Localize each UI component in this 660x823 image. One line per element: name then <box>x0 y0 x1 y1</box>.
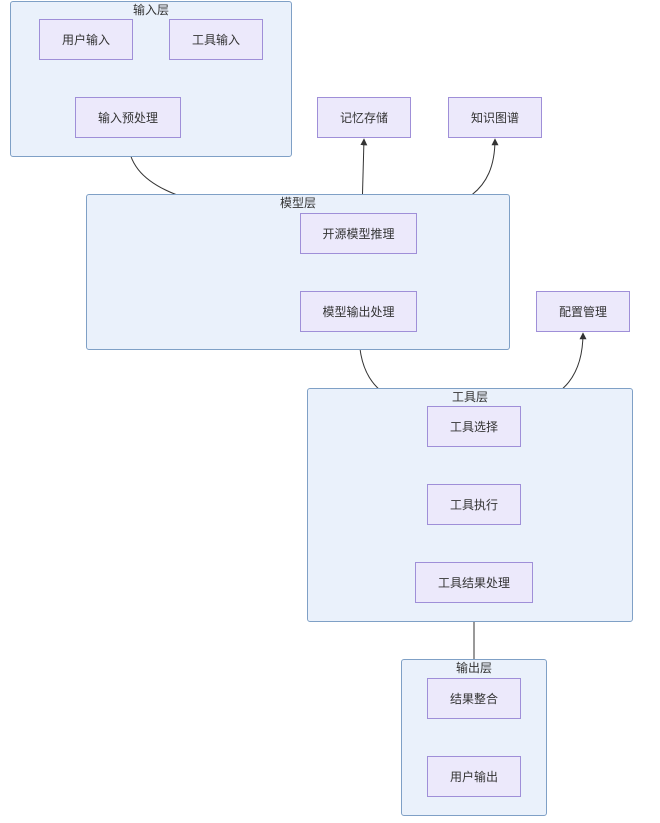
node-tool-select[interactable]: 工具选择 <box>427 406 521 447</box>
node-tool-exec[interactable]: 工具执行 <box>427 484 521 525</box>
node-model-output[interactable]: 模型输出处理 <box>300 291 417 332</box>
cluster-model-layer: 模型层 <box>86 194 510 350</box>
node-config-mgmt[interactable]: 配置管理 <box>536 291 630 332</box>
node-tool-input[interactable]: 工具输入 <box>169 19 263 60</box>
node-result-merge[interactable]: 结果整合 <box>427 678 521 719</box>
node-tool-result[interactable]: 工具结果处理 <box>415 562 533 603</box>
node-knowledge-graph[interactable]: 知识图谱 <box>448 97 542 138</box>
node-user-output[interactable]: 用户输出 <box>427 756 521 797</box>
node-memory-store[interactable]: 记忆存储 <box>317 97 411 138</box>
cluster-model-title: 模型层 <box>279 196 316 210</box>
node-model-inference[interactable]: 开源模型推理 <box>300 213 417 254</box>
cluster-output-title: 输出层 <box>455 661 492 675</box>
node-input-preprocess[interactable]: 输入预处理 <box>75 97 181 138</box>
cluster-input-title: 输入层 <box>132 3 169 17</box>
node-user-input[interactable]: 用户输入 <box>39 19 133 60</box>
cluster-tool-title: 工具层 <box>451 390 488 404</box>
